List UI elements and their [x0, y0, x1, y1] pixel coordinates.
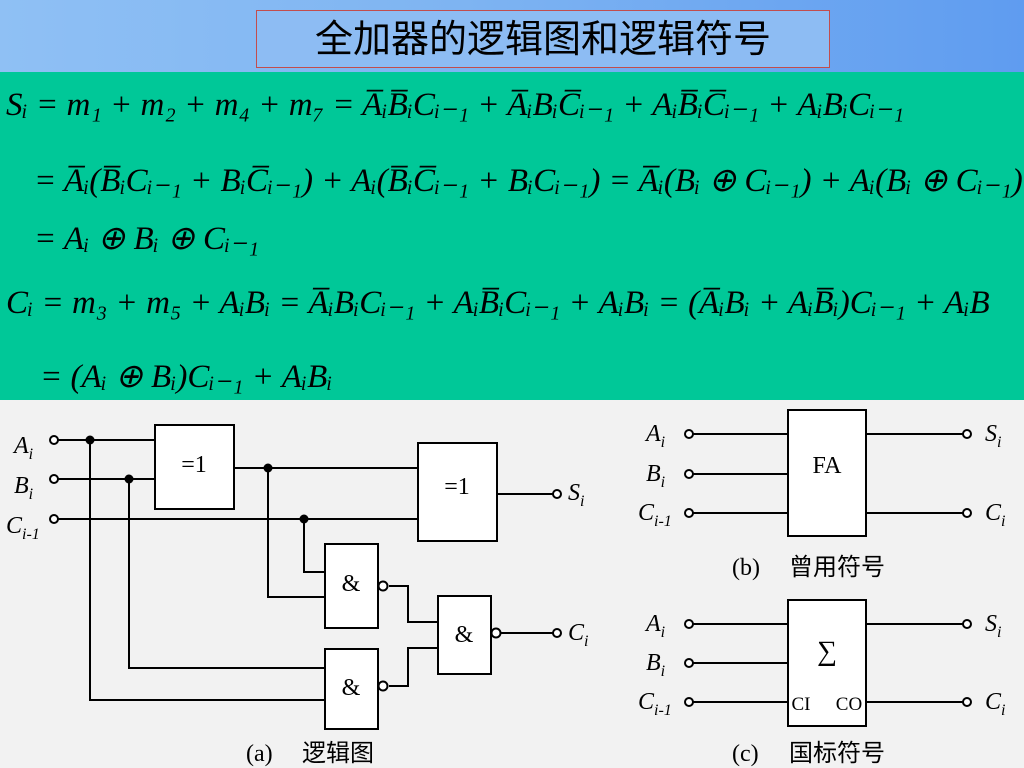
terminal-b — [684, 469, 694, 479]
output-label-c: Ci — [568, 620, 588, 650]
terminal-a — [49, 435, 59, 445]
nand-gate-1 — [324, 543, 379, 629]
nand-gate-1-label: & — [342, 571, 361, 597]
terminal-b — [684, 658, 694, 668]
sum-box — [787, 599, 867, 727]
diagram-area: Ai Bi Ci-1 =1 =1 — [6, 409, 1005, 767]
terminal-c — [49, 514, 59, 524]
terminal-b — [49, 474, 59, 484]
fa-box — [787, 409, 867, 537]
output-label-c: Ci — [985, 689, 1005, 719]
terminal-c — [684, 508, 694, 518]
symbol-common: FA Ai Bi Ci-1 Si Ci (b) 曾用符号 — [638, 409, 1005, 581]
nand-gate-2-bubble — [377, 680, 389, 692]
xor-gate-1-label: =1 — [181, 452, 207, 478]
formula-carry-line-2: = (Aᵢ ⊕ Bᵢ)Cᵢ₋₁ + AᵢBᵢ — [40, 359, 333, 395]
formula-sum-line-2: = A̅ᵢ(B̅ᵢCᵢ₋₁ + BᵢC̅ᵢ₋₁) + Aᵢ(B̅ᵢC̅ᵢ₋₁ +… — [34, 163, 1023, 199]
caption-c-label: (c) — [732, 741, 759, 767]
terminal-s — [962, 429, 972, 439]
nand-gate-2-label: & — [342, 675, 361, 701]
junction-dot — [124, 474, 134, 484]
junction-dot — [85, 435, 95, 445]
output-label-s: Si — [568, 480, 584, 510]
terminal-s — [962, 619, 972, 629]
nand-gate-3-bubble — [490, 627, 502, 639]
input-label-c: Ci-1 — [6, 513, 40, 543]
terminal-s — [552, 489, 562, 499]
nand-gate-1-bubble — [377, 580, 389, 592]
output-label-s: Si — [985, 421, 1001, 451]
output-label-c: Ci — [985, 500, 1005, 530]
input-label-b: Bi — [14, 473, 33, 503]
nand-gate-2 — [324, 648, 379, 730]
input-label-b: Bi — [646, 461, 665, 491]
xor-gate-1 — [154, 424, 235, 510]
terminal-co — [552, 628, 562, 638]
output-label-s: Si — [985, 611, 1001, 641]
formula-panel: Sᵢ = m₁ + m₂ + m₄ + m₇ = A̅ᵢB̅ᵢCᵢ₋₁ + A̅… — [0, 72, 1024, 400]
terminal-a — [684, 619, 694, 629]
caption-b-label: (b) — [732, 555, 760, 581]
terminal-co — [962, 697, 972, 707]
formula-sum-line-3: = Aᵢ ⊕ Bᵢ ⊕ Cᵢ₋₁ — [34, 221, 260, 257]
caption-b-text: 曾用符号 — [789, 554, 885, 581]
input-label-c: Ci-1 — [638, 500, 672, 530]
symbol-national: ∑ CI CO Ai Bi Ci-1 Si Ci (c) 国标符号 — [638, 599, 1005, 767]
junction-dot — [263, 463, 273, 473]
caption-a-label: (a) — [246, 741, 273, 767]
nand-gate-3 — [437, 595, 492, 675]
formula-carry-line-1: Cᵢ = m₃ + m₅ + AᵢBᵢ = A̅ᵢBᵢCᵢ₋₁ + AᵢB̅ᵢC… — [6, 285, 990, 321]
input-label-c: Ci-1 — [638, 689, 672, 719]
caption-a-text: 逻辑图 — [302, 740, 374, 767]
xor-gate-2-label: =1 — [444, 474, 470, 500]
formula-sum-line-1: Sᵢ = m₁ + m₂ + m₄ + m₇ = A̅ᵢB̅ᵢCᵢ₋₁ + A̅… — [6, 87, 905, 123]
junction-dot — [299, 514, 309, 524]
caption-c-text: 国标符号 — [789, 740, 885, 767]
terminal-co — [962, 508, 972, 518]
nand-gate-3-label: & — [455, 622, 474, 648]
logic-diagram: Ai Bi Ci-1 =1 =1 — [6, 424, 588, 767]
terminal-a — [684, 429, 694, 439]
logic-wires — [58, 439, 553, 701]
ci-label: CI — [792, 694, 811, 715]
input-label-b: Bi — [646, 650, 665, 680]
co-label: CO — [836, 694, 862, 715]
input-label-a: Ai — [644, 421, 665, 451]
fa-box-label: FA — [813, 453, 843, 479]
page-title: 全加器的逻辑图和逻辑符号 — [256, 10, 830, 68]
xor-gate-2 — [417, 442, 498, 542]
input-label-a: Ai — [644, 611, 665, 641]
sum-icon: ∑ — [817, 636, 837, 667]
terminal-c — [684, 697, 694, 707]
input-label-a: Ai — [12, 433, 33, 463]
